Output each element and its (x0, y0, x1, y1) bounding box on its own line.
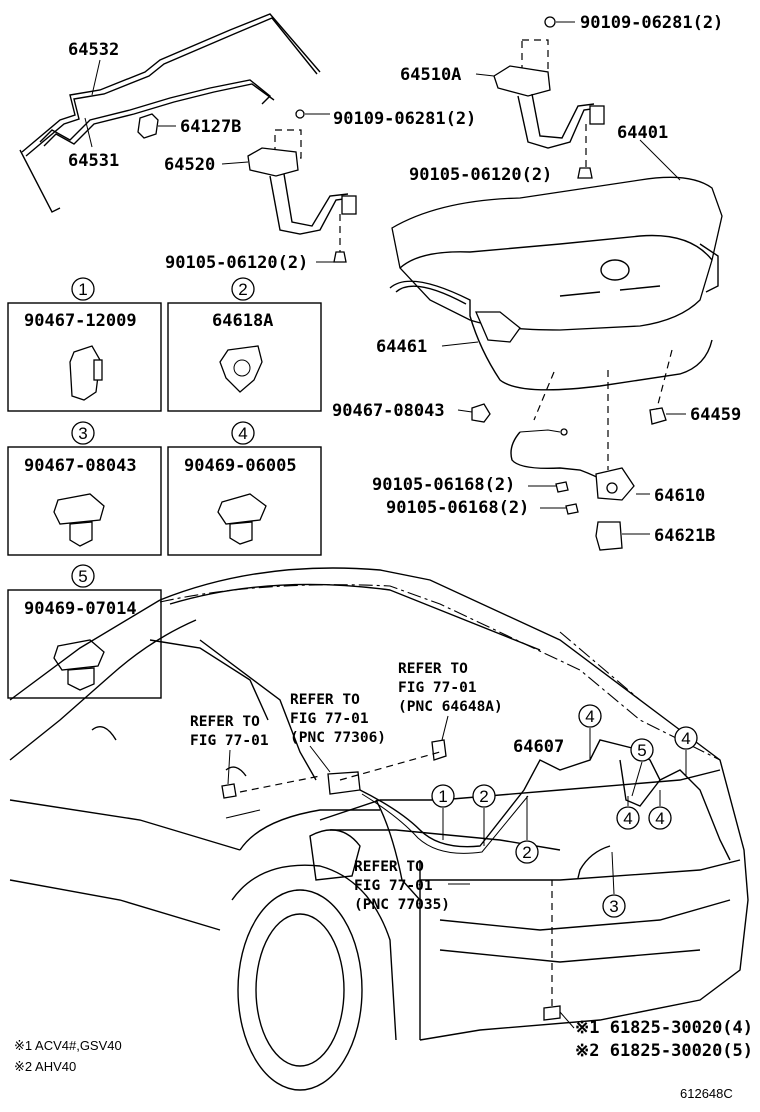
trunk-opening-line (559, 631, 641, 701)
leader-line (559, 1011, 575, 1029)
clip-part-90469-07014: 90469-07014 (24, 599, 137, 619)
part-90105-06120-a: 90105-06120(2) (165, 253, 308, 273)
clip-box-4: 4 90469-06005 (167, 421, 322, 556)
part-64532: 64532 (68, 40, 119, 60)
part-64461: 64461 (376, 337, 427, 357)
callout-2b: 2 (522, 843, 531, 862)
clip-64618A-icon (219, 345, 263, 393)
trunk-lid-icon (391, 139, 723, 343)
diagram-code: 612648C (680, 1086, 733, 1101)
refer-to-77306-line3: (PNC 77306) (290, 730, 386, 746)
note-2: ※2 AHV40 (14, 1059, 76, 1074)
part-61825-30020-a: ※1 61825-30020(4) (575, 1018, 753, 1038)
leader-line (441, 715, 449, 741)
svg-text:⑤: ⑤ (0, 0, 14, 4)
part-64510A: 64510A (400, 65, 461, 85)
svg-text:3: 3 (78, 424, 87, 443)
car-body-outline (9, 567, 749, 1091)
part-64621B: 64621B (654, 526, 715, 546)
leader-line (227, 749, 231, 785)
callout-4c: 4 (623, 809, 632, 828)
refer-to-77306-line2: FIG 77-01 (290, 711, 369, 727)
guide-line (655, 349, 673, 413)
callout-1: 1 (438, 787, 447, 806)
part-90109-06281-b: 90109-06281(2) (580, 13, 723, 33)
trunk-opening-line (159, 584, 721, 761)
svg-text:2: 2 (238, 280, 247, 299)
clip-64127B-icon (137, 113, 176, 139)
hinge-64510A-icon (475, 16, 605, 179)
clip-part-64618A: 64618A (212, 311, 273, 331)
note-1: ※1 ACV4#,GSV40 (14, 1038, 122, 1053)
part-64127B: 64127B (180, 117, 241, 137)
refer-to-77035-line3: (PNC 77035) (354, 897, 450, 913)
part-90467-08043: 90467-08043 (332, 401, 445, 421)
callout-5: 5 (637, 741, 646, 760)
svg-text:4: 4 (238, 424, 247, 443)
refer-to-77035-line1: REFER TO (354, 859, 424, 875)
part-90105-06168-b: 90105-06168(2) (386, 498, 529, 518)
refer-to-line2: FIG 77-01 (190, 733, 269, 749)
callout-3: 3 (609, 897, 618, 916)
clip-90467-12009-icon (69, 345, 101, 401)
clip-box-2: 2 64618A (167, 277, 322, 412)
refer-to-77306-line1: REFER TO (290, 692, 360, 708)
clip-box-3: 3 90467-08043 (7, 421, 162, 556)
part-64607: 64607 (513, 737, 564, 757)
clip-90467-08043-icon (53, 493, 105, 525)
callout-4d: 4 (655, 809, 664, 828)
torsion-bars (19, 13, 321, 213)
clip-box-1: 1 90467-12009 (7, 277, 162, 412)
part-90109-06281-a: 90109-06281(2) (333, 109, 476, 129)
clip-part-90467-08043: 90467-08043 (24, 456, 137, 476)
bumper-64459-icon (649, 407, 686, 425)
clip-part-90467-12009: 90467-12009 (24, 311, 137, 331)
part-64401: 64401 (617, 123, 668, 143)
part-90105-06120-b: 90105-06120(2) (409, 165, 552, 185)
refer-to-64648A-line3: (PNC 64648A) (398, 699, 503, 715)
part-64610: 64610 (654, 486, 705, 506)
callout-4a: 4 (585, 707, 594, 726)
callout-4b: 4 (681, 729, 690, 748)
refer-to-64648A-line1: REFER TO (398, 661, 468, 677)
callout-markers: 1 2 2 4 5 4 4 4 3 (431, 704, 698, 918)
hinge-64520-icon (221, 109, 357, 263)
svg-text:5: 5 (78, 567, 87, 586)
part-64531: 64531 (68, 151, 119, 171)
guide-line (533, 371, 555, 421)
clip-90469-06005-icon (217, 493, 267, 525)
clip-icon (457, 403, 491, 423)
refer-to-64648A-line2: FIG 77-01 (398, 680, 477, 696)
part-64459: 64459 (690, 405, 741, 425)
refer-to-77035-line2: FIG 77-01 (354, 878, 433, 894)
lock-assembly-icon (510, 428, 650, 551)
clip-90469-07014-icon (53, 639, 105, 671)
callout-2a: 2 (479, 787, 488, 806)
leader-line (309, 745, 331, 773)
part-90105-06168-a: 90105-06168(2) (372, 475, 515, 495)
svg-text:1: 1 (78, 280, 87, 299)
part-64520: 64520 (164, 155, 215, 175)
weatherstrip-icon (389, 280, 713, 391)
part-61825-30020-b: ※2 61825-30020(5) (575, 1041, 753, 1061)
clip-box-5: 5 90469-07014 (7, 564, 162, 699)
refer-to-line1: REFER TO (190, 714, 260, 730)
clip-part-90469-06005: 90469-06005 (184, 456, 297, 476)
